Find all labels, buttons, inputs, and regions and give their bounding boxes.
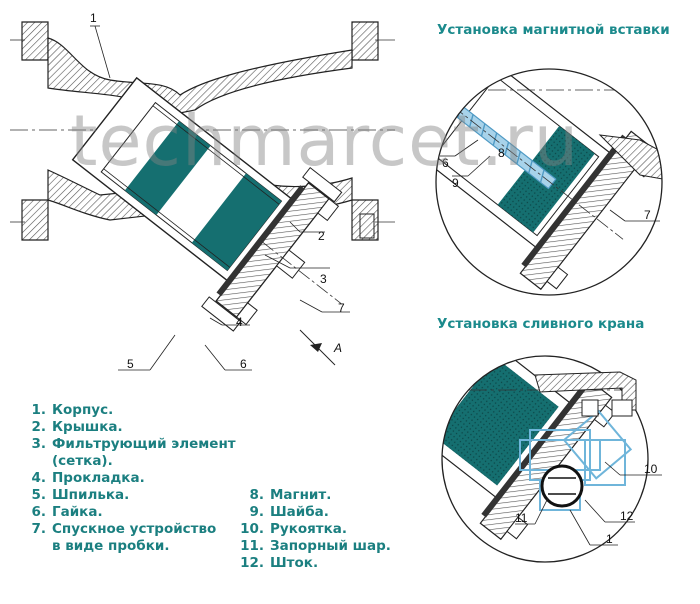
main-section-view (10, 21, 395, 366)
left-flange (21, 21, 49, 241)
drain-detail-view: 10 11 12 1 (441, 355, 662, 563)
magnet-callout-7: 7 (644, 208, 651, 222)
legend-item-7: 7.Спускное устройство (31, 521, 217, 537)
legend-item-3: 3.Фильтрующий элемент (31, 436, 236, 452)
ball-valve (540, 464, 584, 508)
drain-callout-11: 11 (515, 511, 528, 525)
legend-left: 1.Корпус. 2.Крышка. 3.Фильтрующий элемен… (20, 402, 236, 555)
callout-2: 2 (318, 229, 325, 243)
magnet-detail-heading: Установка магнитной вставки (437, 22, 670, 38)
view-arrow-label: A (333, 341, 342, 355)
magnet-callout-9: 9 (452, 176, 459, 190)
legend-item-3-cont: (сетка). (52, 453, 113, 469)
legend-item-10: 10.Рукоятка. (240, 521, 348, 537)
gasket (216, 185, 305, 297)
legend-item-12: 12.Шток. (240, 555, 319, 571)
legend-item-5: 5.Шпилька. (31, 487, 130, 503)
legend-item-1: 1.Корпус. (31, 402, 114, 418)
legend-item-6: 6.Гайка. (31, 504, 103, 520)
watermark: techmarcet.ru (70, 100, 580, 182)
callout-4: 4 (236, 315, 243, 329)
legend-item-7-cont: в виде пробки. (52, 538, 170, 554)
legend-item-9: 9.Шайба. (249, 504, 329, 520)
drain-detail-heading: Установка сливного крана (437, 316, 645, 332)
magnet-callout-6: 6 (442, 156, 449, 170)
callout-7: 7 (338, 301, 345, 315)
legend-item-11: 11.Запорный шар. (240, 538, 391, 554)
main-callouts: 1 2 3 7 4 5 6 A (90, 11, 350, 371)
magnet-callout-8: 8 (498, 146, 505, 160)
drain-callout-1: 1 (606, 532, 613, 546)
drain-callout-10: 10 (644, 462, 658, 476)
drain-callout-12: 12 (620, 509, 634, 523)
legend-item-8: 8.Магнит. (249, 487, 332, 503)
legend-right: 8.Магнит. 9.Шайба. 10.Рукоятка. 11.Запор… (238, 487, 391, 572)
callout-3: 3 (320, 272, 327, 286)
callout-5: 5 (127, 357, 134, 371)
legend-item-4: 4.Прокладка. (31, 470, 145, 486)
callout-1: 1 (90, 11, 97, 25)
legend-item-2: 2.Крышка. (31, 419, 123, 435)
right-flange (351, 21, 379, 241)
callout-6: 6 (240, 357, 247, 371)
